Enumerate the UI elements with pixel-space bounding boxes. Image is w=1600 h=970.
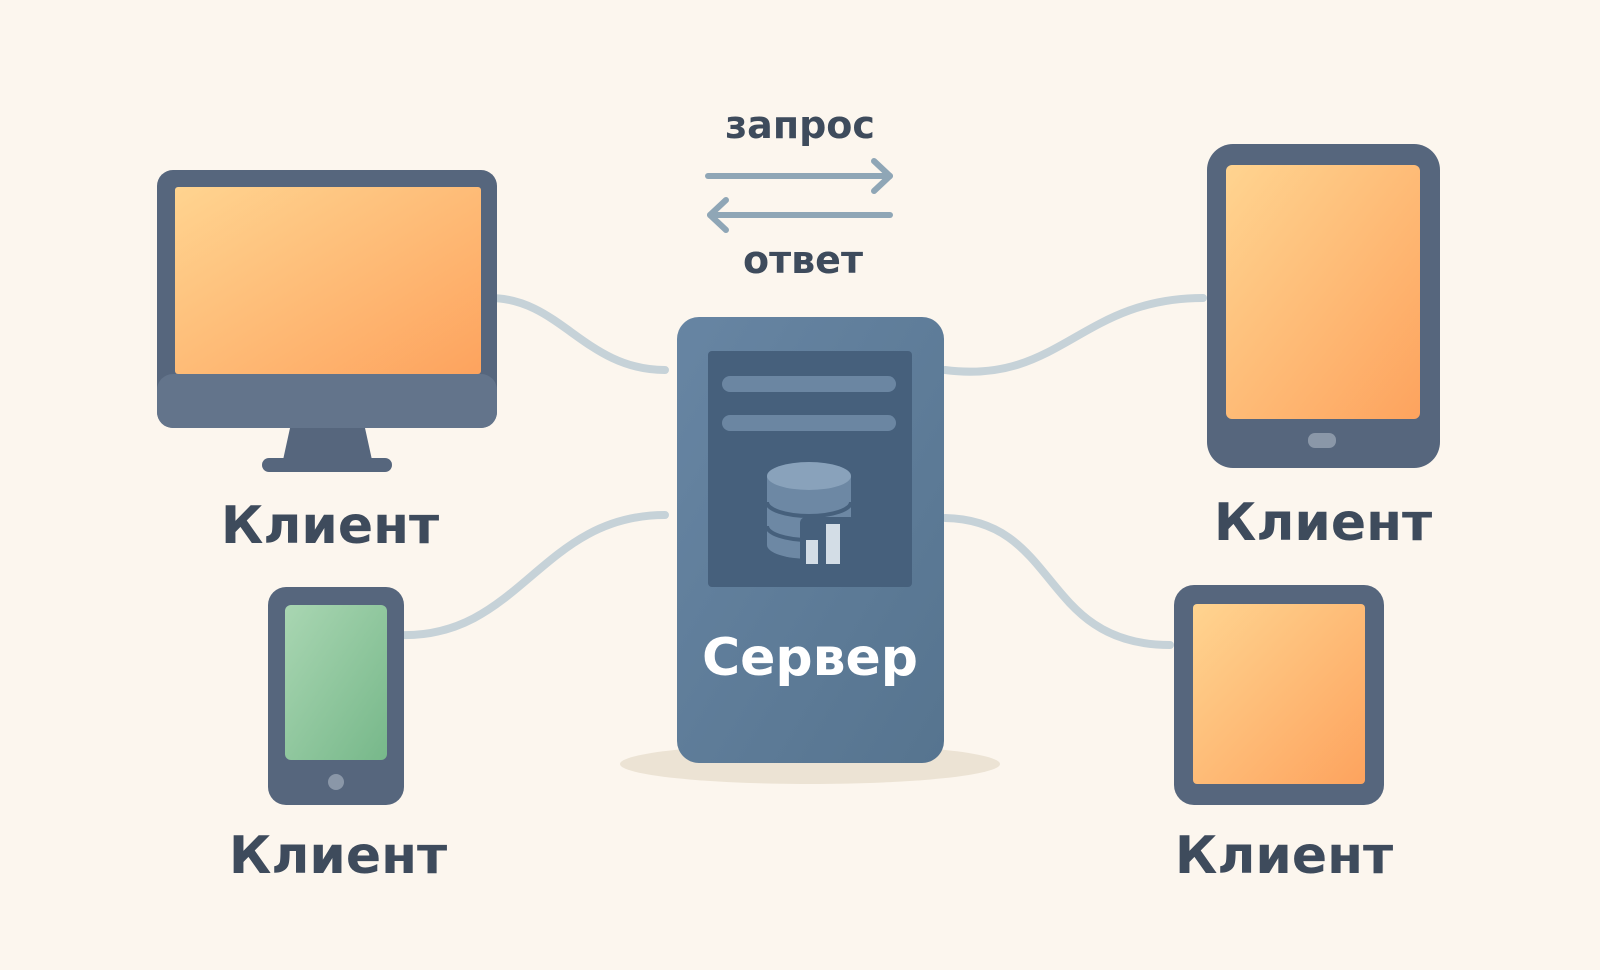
connector-square-tablet — [941, 514, 1174, 649]
tablet-icon — [1207, 144, 1440, 468]
square-tablet-icon — [1174, 585, 1384, 805]
server-label: Сервер — [702, 628, 918, 688]
response-arrow — [707, 197, 893, 233]
request-label: запрос — [725, 103, 875, 147]
desktop-monitor-icon — [157, 170, 497, 472]
client-label-tablet: Клиент — [1214, 493, 1432, 553]
connector-tablet — [941, 294, 1207, 376]
client-label-square-tablet: Клиент — [1175, 826, 1393, 886]
connector-phone — [394, 511, 669, 640]
response-label: ответ — [743, 238, 863, 282]
connector-desktop — [486, 294, 669, 374]
request-arrow — [705, 158, 893, 194]
database-chart-icon — [765, 462, 856, 567]
client-label-phone: Клиент — [229, 826, 447, 886]
client-label-desktop: Клиент — [221, 496, 439, 556]
smartphone-icon — [268, 587, 404, 805]
connector-lines — [394, 294, 1207, 649]
